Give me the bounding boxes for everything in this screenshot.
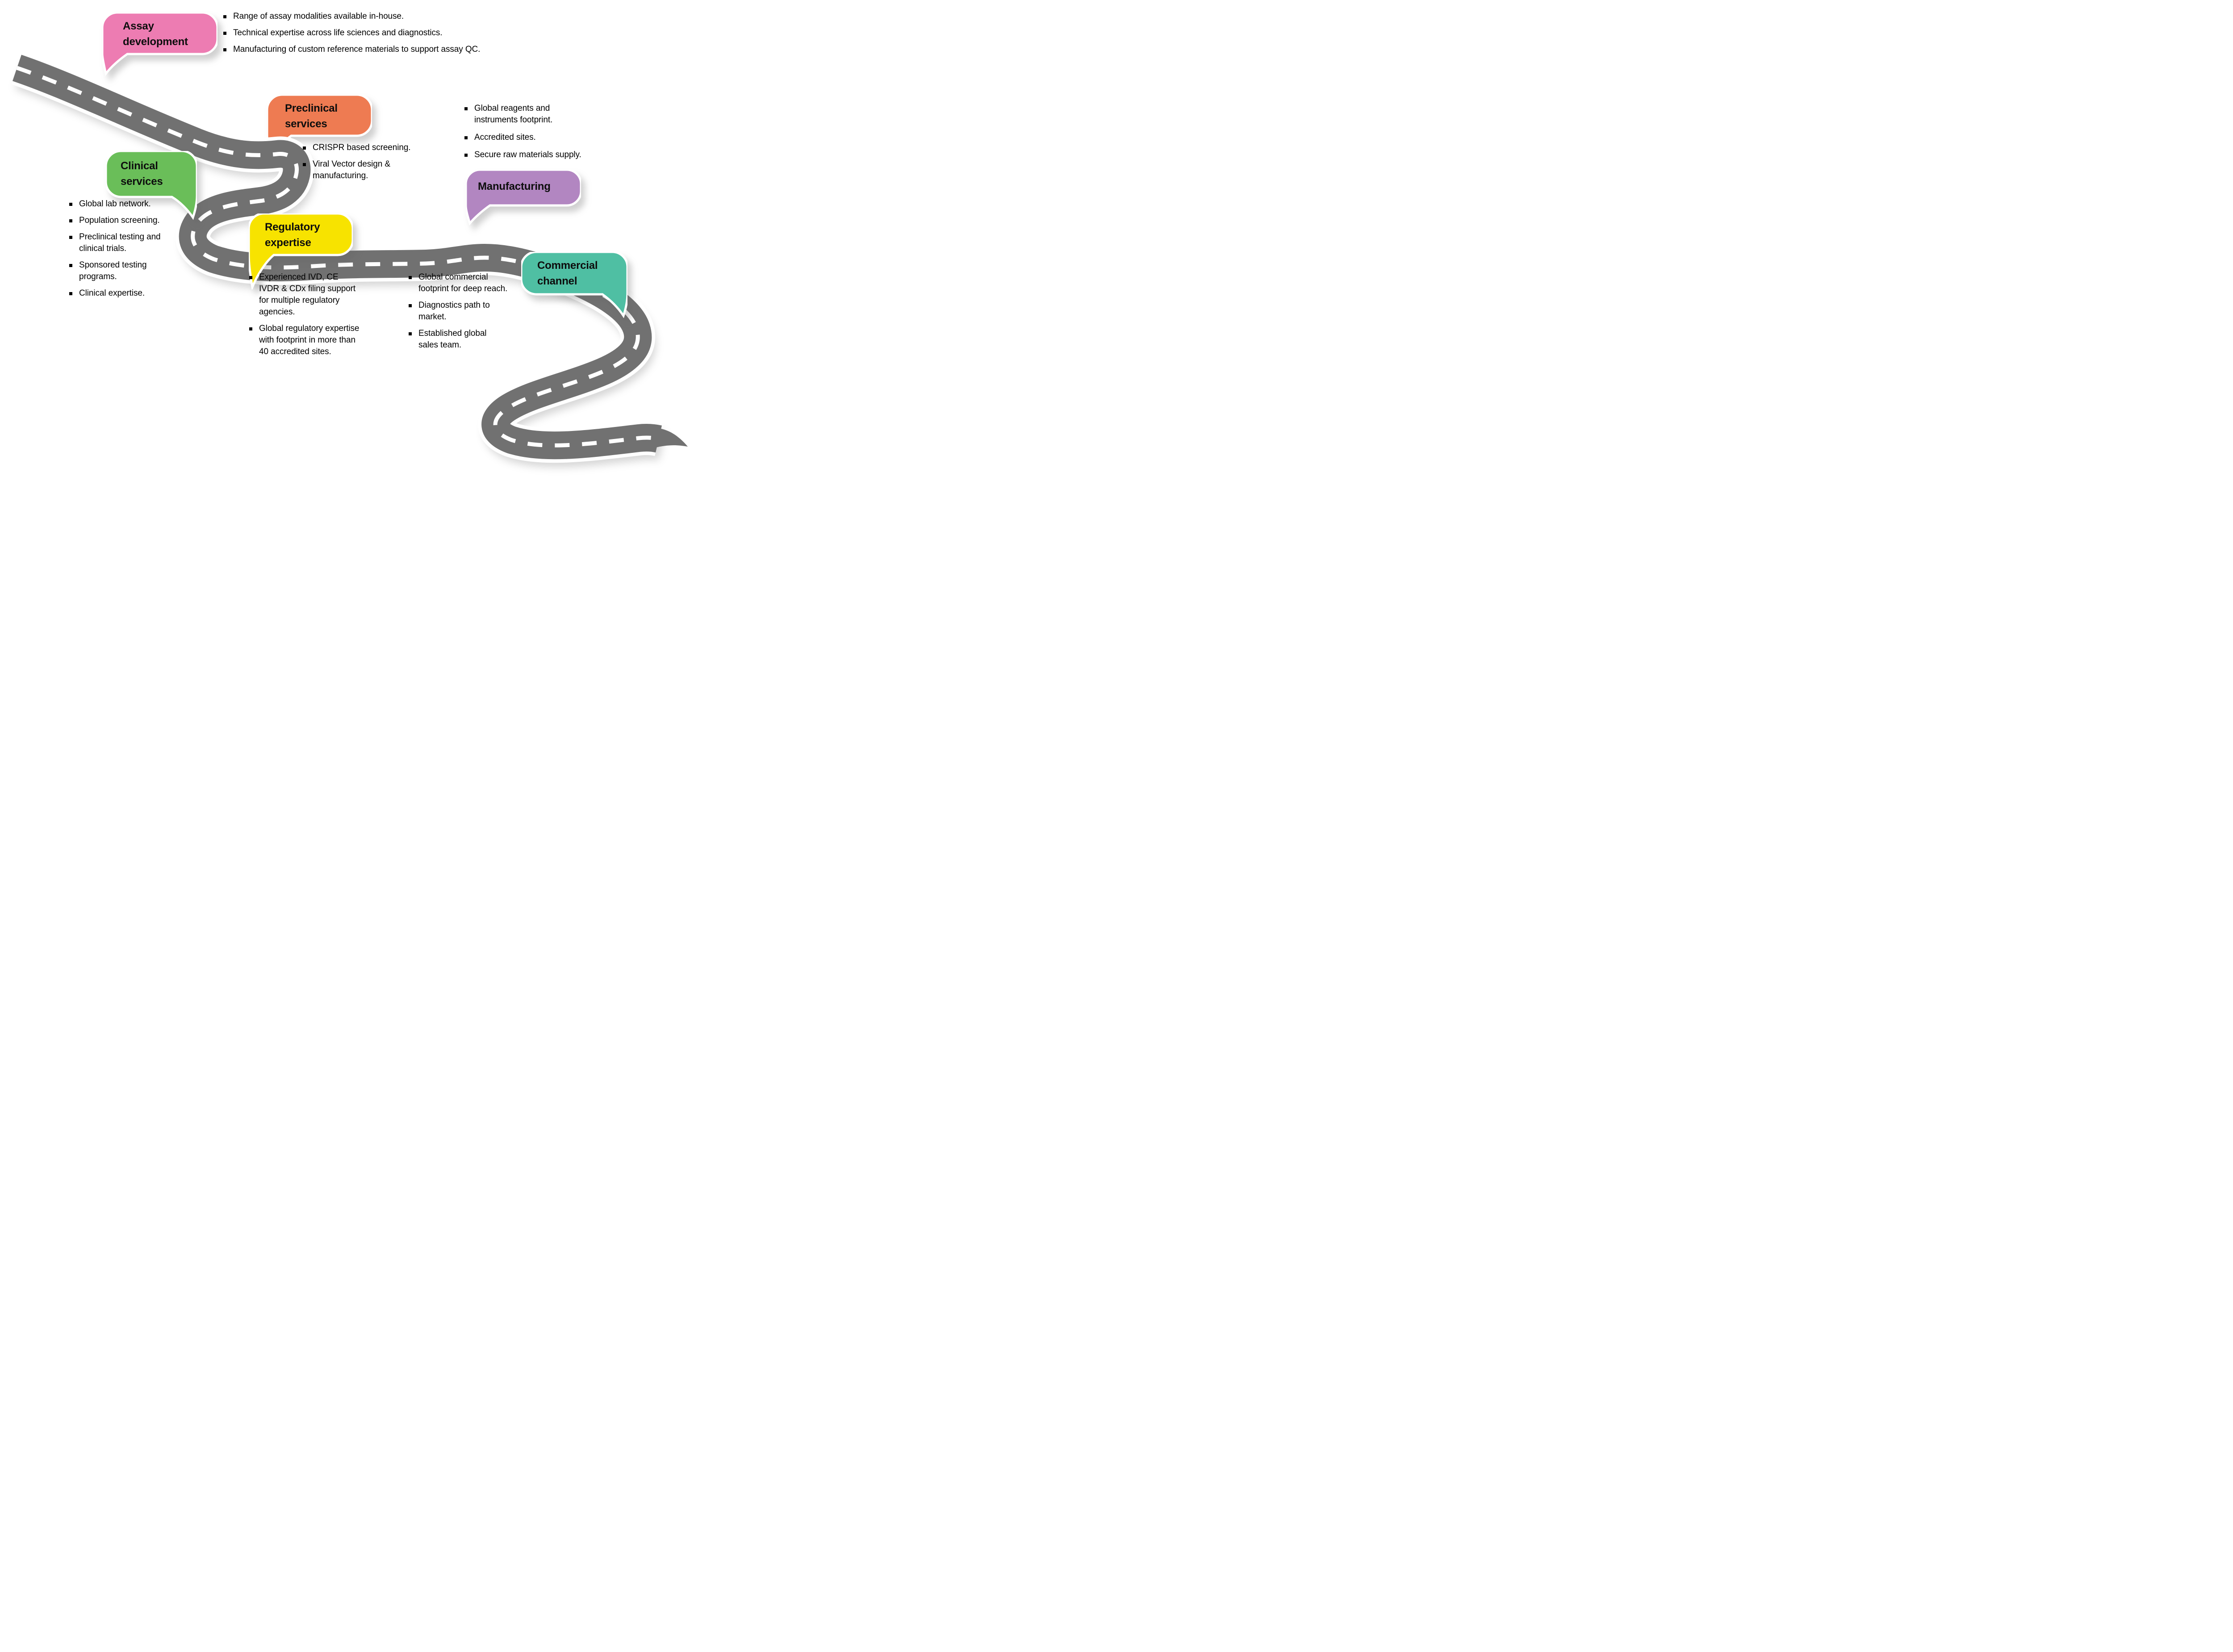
bullet-square-icon bbox=[69, 219, 72, 222]
bullet-item: Clinical expertise. bbox=[69, 288, 194, 299]
bullet-item: Manufacturing of custom reference materi… bbox=[223, 44, 581, 55]
bubble-manufacturing-shape bbox=[466, 170, 581, 226]
bullet-item: Viral Vector design & manufacturing. bbox=[303, 159, 419, 182]
bullet-item: Experienced IVD, CE IVDR & CDx filing su… bbox=[249, 272, 388, 318]
bullet-text: Secure raw materials supply. bbox=[474, 150, 581, 159]
bullet-item: Global lab network. bbox=[69, 198, 194, 210]
bullet-square-icon bbox=[303, 146, 306, 150]
bullet-text: Global lab network. bbox=[79, 199, 151, 209]
bullet-text: Range of assay modalities available in-h… bbox=[233, 12, 404, 21]
bubble-regulatory-expertise: Regulatory expertise bbox=[249, 213, 353, 289]
bubble-regulatory-title: Regulatory expertise bbox=[265, 221, 320, 249]
bullet-item: CRISPR based screening. bbox=[303, 142, 419, 154]
bullet-item: Technical expertise across life sciences… bbox=[223, 27, 581, 39]
bullet-item: Accredited sites. bbox=[464, 132, 612, 143]
bullet-text: Global commercial footprint for deep rea… bbox=[418, 272, 508, 293]
regulatory-bullet-list: Experienced IVD, CE IVDR & CDx filing su… bbox=[249, 272, 388, 363]
bullet-text: Clinical expertise. bbox=[79, 289, 145, 298]
bubble-clinical-services: Clinical services bbox=[106, 151, 197, 220]
bullet-text: Preclinical testing and clinical trials. bbox=[79, 232, 161, 253]
road-graphic bbox=[0, 0, 688, 482]
bullet-text: Diagnostics path to market. bbox=[418, 301, 490, 322]
road-tip bbox=[646, 427, 688, 451]
bullet-square-icon bbox=[69, 264, 72, 267]
bullet-item: Population screening. bbox=[69, 215, 194, 226]
bullet-text: Manufacturing of custom reference materi… bbox=[233, 45, 481, 54]
preclinical-bullet-list: CRISPR based screening. Viral Vector desi… bbox=[303, 142, 419, 187]
bullet-item: Diagnostics path to market. bbox=[409, 300, 534, 323]
bullet-square-icon bbox=[464, 154, 468, 157]
bullet-item: Sponsored testing programs. bbox=[69, 259, 194, 283]
bubble-clinical-shape bbox=[106, 151, 197, 220]
bullet-item: Secure raw materials supply. bbox=[464, 149, 612, 161]
bubble-manufacturing-title: Manufacturing bbox=[478, 180, 551, 192]
manufacturing-bullet-list: Global reagents and instruments footprin… bbox=[464, 103, 612, 167]
clinical-bullet-list: Global lab network. Population screening.… bbox=[69, 198, 194, 304]
bullet-item: Global commercial footprint for deep rea… bbox=[409, 272, 534, 295]
bullet-text: Global reagents and instruments footprin… bbox=[474, 104, 553, 125]
bubble-preclinical-title: Preclinical services bbox=[285, 102, 338, 130]
bullet-item: Global regulatory expertise with footpri… bbox=[249, 323, 388, 358]
bullet-square-icon bbox=[303, 163, 306, 166]
bullet-item: Global reagents and instruments footprin… bbox=[464, 103, 612, 126]
bubble-assay-title: Assay development bbox=[123, 20, 188, 48]
bullet-item: Established global sales team. bbox=[409, 328, 534, 351]
roadmap-infographic: Assay development Preclinical services C… bbox=[0, 0, 691, 482]
bullet-square-icon bbox=[223, 15, 226, 18]
bullet-square-icon bbox=[69, 292, 72, 295]
bubble-commercial-title: Commercial channel bbox=[537, 259, 598, 287]
bullet-text: Experienced IVD, CE IVDR & CDx filing su… bbox=[259, 272, 356, 317]
bullet-square-icon bbox=[409, 332, 412, 335]
assay-bullet-list: Range of assay modalities available in-h… bbox=[223, 11, 581, 60]
commercial-bullet-list: Global commercial footprint for deep rea… bbox=[409, 272, 534, 356]
bullet-square-icon bbox=[69, 203, 72, 206]
bubble-clinical-title: Clinical services bbox=[121, 160, 163, 188]
bullet-text: Accredited sites. bbox=[474, 133, 536, 142]
bubble-assay-development: Assay development bbox=[102, 13, 217, 77]
bullet-square-icon bbox=[464, 136, 468, 139]
bubble-commercial-shape bbox=[521, 252, 627, 318]
bullet-text: Population screening. bbox=[79, 216, 160, 225]
bubble-commercial-channel: Commercial channel bbox=[521, 252, 627, 318]
bullet-text: Global regulatory expertise with footpri… bbox=[259, 324, 360, 356]
bullet-item: Preclinical testing and clinical trials. bbox=[69, 231, 194, 255]
bullet-square-icon bbox=[464, 107, 468, 110]
bullet-text: Established global sales team. bbox=[418, 329, 487, 350]
bullet-square-icon bbox=[249, 276, 252, 279]
bullet-square-icon bbox=[409, 304, 412, 307]
bullet-item: Range of assay modalities available in-h… bbox=[223, 11, 581, 22]
bullet-square-icon bbox=[69, 236, 72, 239]
bullet-text: Sponsored testing programs. bbox=[79, 260, 147, 281]
bubble-manufacturing: Manufacturing bbox=[466, 170, 581, 226]
bubble-assay-shape bbox=[102, 13, 217, 76]
bubble-regulatory-shape bbox=[249, 213, 353, 289]
bullet-square-icon bbox=[223, 32, 226, 35]
bullet-square-icon bbox=[409, 276, 412, 279]
bullet-square-icon bbox=[223, 48, 226, 51]
bullet-square-icon bbox=[249, 327, 252, 330]
bullet-text: Viral Vector design & manufacturing. bbox=[313, 159, 390, 180]
bullet-text: Technical expertise across life sciences… bbox=[233, 28, 443, 38]
bullet-text: CRISPR based screening. bbox=[313, 143, 411, 152]
